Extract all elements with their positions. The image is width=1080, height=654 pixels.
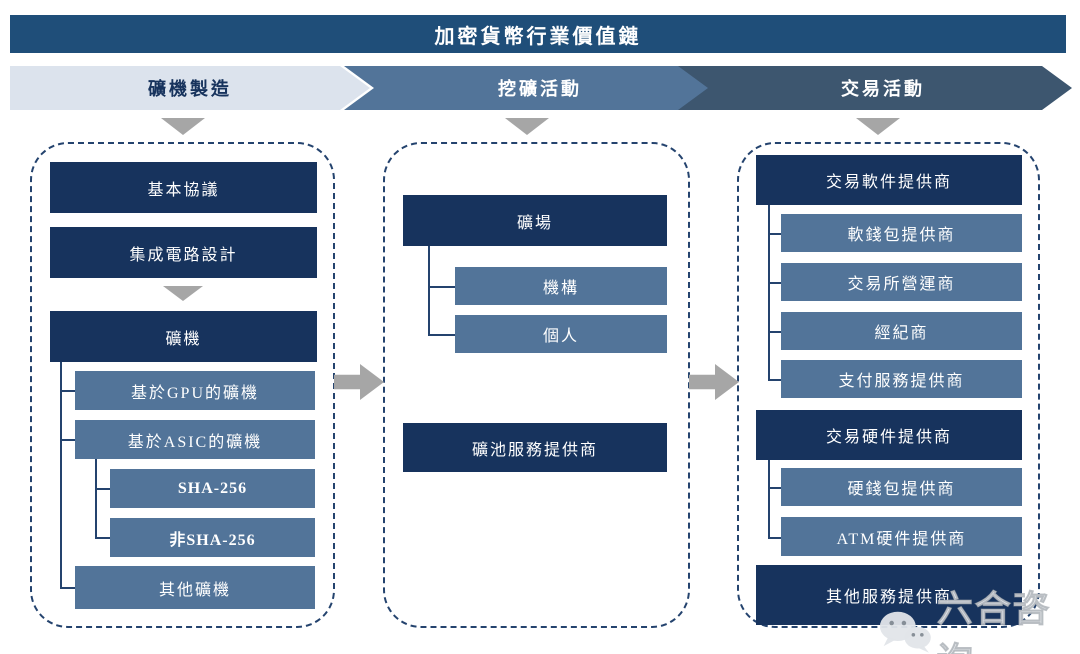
stage-label: 挖礦活動 — [498, 79, 582, 99]
box-ic-design: 集成電路設計 — [50, 227, 317, 278]
connector-line — [60, 362, 62, 588]
flow-arrow-icon — [334, 364, 384, 400]
box-label: 支付服務提供商 — [838, 373, 965, 390]
box-sha256: SHA-256 — [110, 469, 315, 508]
diagram-title: 加密貨幣行業價值鏈 — [10, 15, 1066, 53]
box-asic-miner: 基於ASIC的礦機 — [75, 420, 315, 459]
connector-line — [60, 587, 75, 589]
connector-line — [768, 379, 781, 381]
wechat-icon — [879, 611, 931, 653]
box-basic-protocol: 基本協議 — [50, 162, 317, 213]
connector-line — [428, 286, 455, 288]
box-label: 集成電路設計 — [129, 246, 238, 264]
box-non-sha256: 非SHA-256 — [110, 518, 315, 557]
box-institution: 機構 — [455, 267, 667, 305]
box-broker: 經紀商 — [781, 312, 1022, 350]
box-label: 硬錢包提供商 — [847, 481, 956, 498]
stage-label: 礦機製造 — [148, 79, 232, 99]
connector-line — [95, 459, 97, 538]
box-label: 經紀商 — [874, 325, 929, 342]
box-mining-machine: 礦機 — [50, 311, 317, 362]
stage-chevron-trading-activities: 交易活動 — [678, 66, 1072, 110]
connector-line — [95, 488, 110, 490]
connector-line — [60, 439, 75, 441]
down-arrow-icon — [161, 118, 205, 135]
box-label: 基本協議 — [147, 181, 220, 199]
box-label: 礦場 — [516, 214, 553, 232]
flow-arrow-icon — [689, 364, 739, 400]
connector-line — [768, 537, 781, 539]
box-label: 非SHA-256 — [169, 531, 256, 549]
box-label: SHA-256 — [177, 479, 248, 497]
connector-line — [428, 334, 455, 336]
connector-line — [768, 233, 781, 235]
stage-chevron-mining-machine-manufacturing: 礦機製造 — [10, 66, 370, 110]
box-payment-service-provider: 支付服務提供商 — [781, 360, 1022, 398]
down-arrow-icon — [163, 286, 203, 301]
box-label: 礦機 — [165, 330, 202, 348]
box-label: ATM硬件提供商 — [836, 530, 967, 548]
box-label: 機構 — [542, 280, 579, 297]
box-label: 礦池服務提供商 — [471, 441, 598, 459]
box-label: 軟錢包提供商 — [847, 227, 956, 244]
stage-label: 交易活動 — [841, 79, 925, 99]
box-atm-hardware-provider: ATM硬件提供商 — [781, 517, 1022, 556]
connector-line — [768, 282, 781, 284]
box-soft-wallet-provider: 軟錢包提供商 — [781, 214, 1022, 252]
connector-line — [768, 331, 781, 333]
box-trading-software-provider: 交易軟件提供商 — [756, 155, 1022, 205]
down-arrow-icon — [505, 118, 549, 135]
box-gpu-miner: 基於GPU的礦機 — [75, 371, 315, 410]
box-mining-pool-provider: 礦池服務提供商 — [403, 423, 667, 472]
connector-line — [428, 246, 430, 334]
box-label: 交易所營運商 — [847, 276, 956, 293]
connector-line — [768, 487, 781, 489]
box-label: 個人 — [542, 328, 579, 345]
box-label: 其他礦機 — [158, 581, 231, 599]
box-label: 交易硬件提供商 — [825, 429, 952, 446]
box-label: 基於ASIC的礦機 — [127, 433, 263, 451]
watermark: 六合咨询 — [878, 580, 1080, 654]
connector-line — [60, 390, 75, 392]
stage-chevron-mining-activities: 挖礦活動 — [344, 66, 720, 110]
down-arrow-icon — [856, 118, 900, 135]
box-label: 交易軟件提供商 — [825, 174, 952, 191]
box-label: 基於GPU的礦機 — [130, 384, 259, 402]
box-trading-hardware-provider: 交易硬件提供商 — [756, 410, 1022, 460]
box-other-miners: 其他礦機 — [75, 566, 315, 609]
box-individual: 個人 — [455, 315, 667, 353]
connector-line — [95, 537, 110, 539]
box-mining-farm: 礦場 — [403, 195, 667, 246]
connector-line — [768, 460, 770, 537]
box-label: 其他服務提供商 — [825, 589, 952, 606]
box-exchange-operator: 交易所營運商 — [781, 263, 1022, 301]
watermark-text: 六合咨询 — [936, 588, 1051, 654]
box-hard-wallet-provider: 硬錢包提供商 — [781, 468, 1022, 506]
connector-line — [768, 205, 770, 379]
